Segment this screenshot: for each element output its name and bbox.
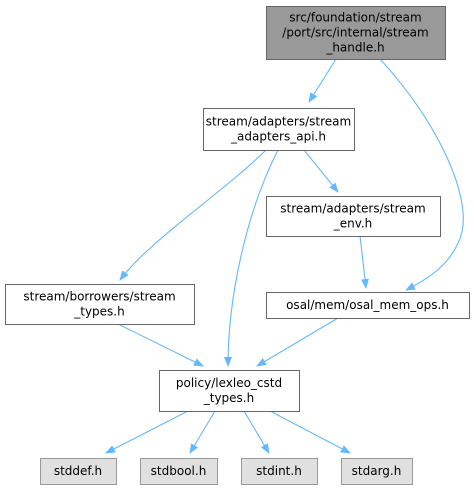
node-label-line: _types.h <box>73 305 124 319</box>
node-borrowers_types[interactable]: stream/borrowers/stream_types.h <box>5 284 195 325</box>
node-stddef: stddef.h <box>40 458 117 485</box>
node-box <box>40 458 117 485</box>
edge-lexleo_cstd_types-to-stdint <box>243 410 270 454</box>
node-box <box>266 196 441 237</box>
node-lexleo_cstd_types[interactable]: policy/lexleo_cstd_types.h <box>159 370 300 412</box>
edges-layer <box>105 58 464 454</box>
node-label-line: /port/src/internal/stream <box>282 26 428 40</box>
node-label-line: _env.h <box>333 217 373 231</box>
edge-borrowers_types-to-lexleo_cstd_types <box>117 323 204 367</box>
node-label-line: stdbool.h <box>151 464 207 478</box>
edge-lexleo_cstd_types-to-stddef <box>105 410 189 454</box>
node-label-line: stddef.h <box>54 464 102 478</box>
node-stdint: stdint.h <box>241 458 318 485</box>
node-label-line: policy/lexleo_cstd <box>176 376 282 390</box>
node-label-line: _adapters_api.h <box>230 130 326 144</box>
node-adapters_api[interactable]: stream/adapters/stream_adapters_api.h <box>203 108 355 151</box>
node-box <box>203 108 355 151</box>
edge-adapters_api-to-borrowers_types <box>119 149 267 281</box>
node-box <box>266 6 446 60</box>
node-box <box>140 458 218 485</box>
node-box <box>341 458 413 485</box>
node-label-line: osal/mem/osal_mem_ops.h <box>286 298 449 312</box>
edge-stream_handle-to-adapters_api <box>308 58 337 103</box>
node-osal_mem_ops[interactable]: osal/mem/osal_mem_ops.h <box>266 292 470 319</box>
node-stdbool: stdbool.h <box>140 458 218 485</box>
node-box <box>241 458 318 485</box>
node-stdarg: stdarg.h <box>341 458 413 485</box>
node-label-line: stream/borrowers/stream <box>23 290 175 304</box>
edge-stream_handle-to-osal_mem_ops <box>379 58 464 291</box>
node-label-line: stdarg.h <box>352 464 402 478</box>
node-label-line: _handle.h <box>325 41 384 55</box>
node-label-line: stream/adapters/stream <box>206 115 351 129</box>
node-label-line: stream/adapters/stream <box>280 202 425 216</box>
edge-lexleo_cstd_types-to-stdbool <box>189 410 216 454</box>
nodes-layer: src/foundation/stream/port/src/internal/… <box>5 6 470 485</box>
node-box <box>266 292 470 319</box>
node-stream_handle[interactable]: src/foundation/stream/port/src/internal/… <box>266 6 446 60</box>
node-label-line: _types.h <box>203 391 254 405</box>
node-adapters_env[interactable]: stream/adapters/stream_env.h <box>266 196 441 237</box>
edge-adapters_api-to-adapters_env <box>303 149 339 193</box>
node-label-line: src/foundation/stream <box>289 11 421 25</box>
edge-adapters_env-to-osal_mem_ops <box>359 235 369 289</box>
edge-osal_mem_ops-to-lexleo_cstd_types <box>256 317 339 367</box>
edge-adapters_api-to-lexleo_cstd_types <box>224 149 279 367</box>
node-box <box>159 370 300 412</box>
node-label-line: stdint.h <box>256 464 302 478</box>
node-box <box>5 284 195 325</box>
edge-lexleo_cstd_types-to-stdarg <box>269 410 351 454</box>
